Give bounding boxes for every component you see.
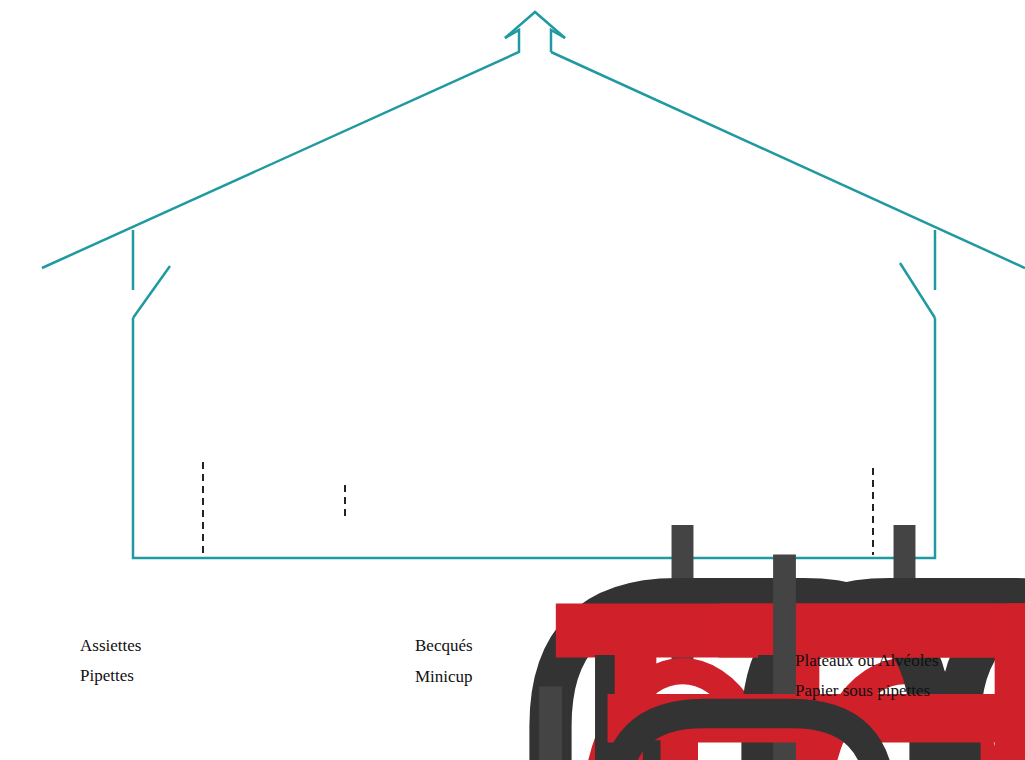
- legend-label: Minicup: [415, 667, 473, 687]
- legend-sample: [526, 714, 969, 760]
- legend-label: Papier sous pipettes: [795, 681, 930, 701]
- legend-label: Pipettes: [80, 666, 134, 686]
- legend-label: Becqués: [415, 636, 473, 656]
- building-outline: [42, 12, 1025, 558]
- legend-label: Assiettes: [80, 636, 141, 656]
- legend-label: Plateaux ou Alvéoles: [795, 651, 939, 671]
- dashed-partition: [203, 462, 873, 555]
